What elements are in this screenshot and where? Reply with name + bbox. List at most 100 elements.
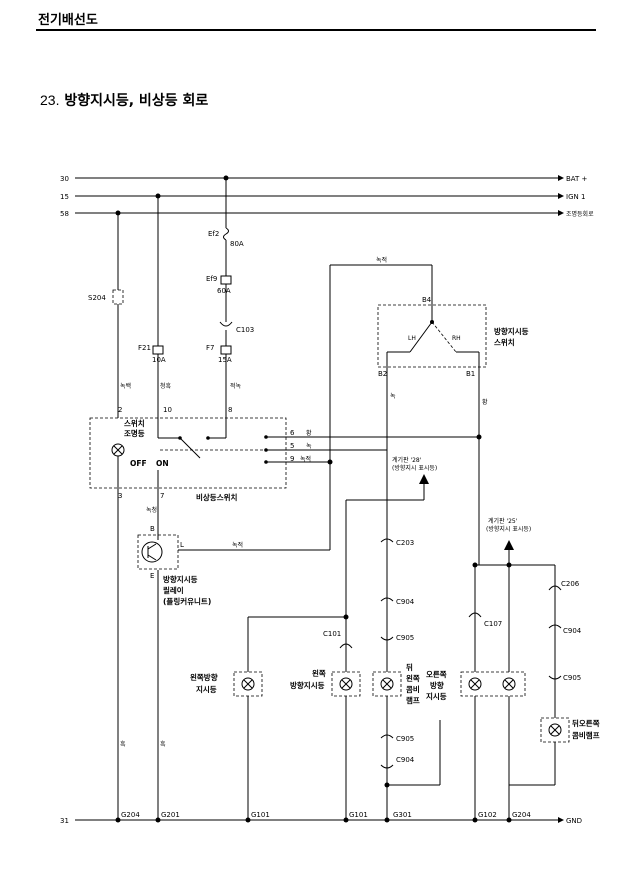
relay-b: B [150,525,155,533]
ground-2: G201 [161,811,180,819]
fuse-ef2-name: Ef2 [208,230,219,238]
switch-pin-6: 6 [290,429,295,437]
fuse-ef2-rating: 80A [230,240,244,248]
header-rule [36,29,596,31]
cluster-25-line1: 계기판 '25' [488,517,518,525]
right-lamp-wiring: C107 C206 C904 C905 계기판 '25' (방향지시 표시등) [468,437,582,718]
rail-58-num: 58 [60,210,69,218]
switch-pin-7: 7 [160,492,164,500]
wire-lg-3: 녹적 [232,542,243,549]
fuse-f7-name: F7 [206,344,214,352]
left-lamp-wiring: C101 C203 C904 C905 [247,450,415,672]
fuse-ef9-rating: 60A [217,287,231,295]
conn-c103: C103 [236,326,254,334]
wire-gr-1: 녹 [306,443,312,450]
rail-15-num: 15 [60,193,69,201]
ground-6: G102 [478,811,497,819]
lamp-right-front-3: 지시등 [426,691,447,701]
relay-name-1: 방향지시등 [163,574,198,584]
switch-pin-10: 10 [163,406,172,414]
switch-pin-2: 2 [118,406,122,414]
switch-pin-8: 8 [228,406,232,414]
relay-name-3: (플링커유니트) [163,596,211,606]
section-title: 23. 방향지시등, 비상등 회로 [40,90,208,110]
lamp-right-front-2: 방향 [430,680,444,690]
lamp-right-front-1: 오른쪽 [426,670,447,679]
lamp-left-side-1: 왼쪽 [312,668,326,678]
turn-switch-b2: B2 [378,370,387,378]
conn-c904-1: C904 [396,598,415,606]
rail-58-label: 조명등회로 [566,210,594,218]
relay-e: E [150,572,154,580]
section-name: 방향지시등, 비상등 회로 [64,93,209,109]
turn-switch-rh: RH [452,335,461,342]
switch-lamp-label-2: 조명등 [124,428,145,438]
wire-lg-1: 녹적 [300,456,311,463]
rail-30-label: BAT + [566,175,588,183]
wire-or-2: 황 [482,398,488,406]
relay-name-2: 릴레이 [163,585,184,595]
hazard-switch-name: 비상등스위치 [196,492,237,502]
fuse-ef9-name: Ef9 [206,275,217,283]
cluster-25-line2: (방향지시 표시등) [486,525,531,533]
wire-lg-2: 녹적 [376,257,387,264]
lamp-left-rear-2: 왼쪽 [406,673,420,683]
ground-4: G101 [349,811,368,819]
hazard-switch-box: 스위치 조명등 OFF ON 6 5 9 3 7 비상등스위치 [89,417,295,502]
power-rails: 30 15 58 31 BAT + IGN 1 조명등회로 GND [60,175,594,825]
page-header: 전기배선도 [0,0,630,40]
lamp-left-rear: 뒤 왼쪽 콤비 램프 C905 C904 [372,662,441,820]
conn-c107: C107 [484,620,502,628]
lamp-right-rear-2: 콤비램프 [572,730,600,740]
rail-31-label: GND [566,817,582,825]
wire-gr-2: 녹 [390,393,396,400]
lamp-left-front-1: 왼쪽방향 [190,672,218,682]
turn-switch-name-1: 방향지시등 [494,326,529,336]
cluster-28-line2: (방향지시 표시등) [392,464,437,472]
relay-l: L [180,541,184,549]
wire-blk-2: 흑 [160,740,166,748]
fuse-chain: Ef2 80A Ef9 60A C103 F7 15A 적녹 8 [206,178,254,418]
lamp-left-front: 왼쪽방향 지시등 [190,671,263,820]
turn-switch-b1: B1 [466,370,475,378]
lamp-left-rear-1: 뒤 [406,662,413,672]
conn-c904-2: C904 [396,756,415,764]
conn-c203: C203 [396,539,414,547]
lamp-right-front: 오른쪽 방향 지시등 [426,670,526,820]
turn-signal-switch: B4 LH RH B2 B1 방향지시등 스위치 녹 황 [377,296,529,450]
s204-chain: S204 녹백 2 [88,213,131,418]
wire-gb: 녹백 [120,382,131,390]
flasher-relay: B E L 녹적 녹청 방향지시등 릴레이 (플링커유니트) 흑 흑 [117,488,330,820]
section-number: 23. [40,92,60,108]
rail-30-num: 30 [60,175,69,183]
lamp-left-rear-4: 램프 [406,695,420,705]
conn-c905-2: C905 [396,735,414,743]
ground-5: G301 [393,811,412,819]
conn-c905-3: C905 [563,674,581,682]
ground-labels: G204 G201 G101 G101 G301 G102 G204 [121,811,531,819]
switch-lamp-label-1: 스위치 [124,418,145,428]
lamp-left-side: 왼쪽 방향지시등 [290,668,361,820]
conn-c905-1: C905 [396,634,414,642]
switch-on-label: ON [156,459,169,468]
lamp-right-rear: 뒤오른쪽 콤비램프 [509,717,600,786]
ground-1: G204 [121,811,140,819]
lamp-left-side-2: 방향지시등 [290,680,325,690]
cluster-ref-28: 계기판 '28' (방향지시 표시등) [346,456,437,501]
ground-3: G101 [251,811,270,819]
wire-gbk: 청흑 [160,382,172,390]
fuse-f7-rating: 15A [218,356,232,364]
lamps: 왼쪽방향 지시등 왼쪽 방향지시등 뒤 왼쪽 콤비 램프 C905 C [190,662,600,820]
turn-switch-lh: LH [408,335,416,342]
switch-output-wires: 황 녹 녹적 녹적 [286,257,479,550]
lamp-right-rear-1: 뒤오른쪽 [572,718,600,728]
wire-blk-1: 흑 [120,740,126,748]
ground-7: G204 [512,811,531,819]
lamp-left-rear-3: 콤비 [406,684,420,694]
fuse-f21-name: F21 [138,344,151,352]
conn-s204: S204 [88,294,106,302]
conn-c904-3: C904 [563,627,582,635]
wire-or-1: 황 [306,429,312,437]
conn-c206: C206 [561,580,580,588]
